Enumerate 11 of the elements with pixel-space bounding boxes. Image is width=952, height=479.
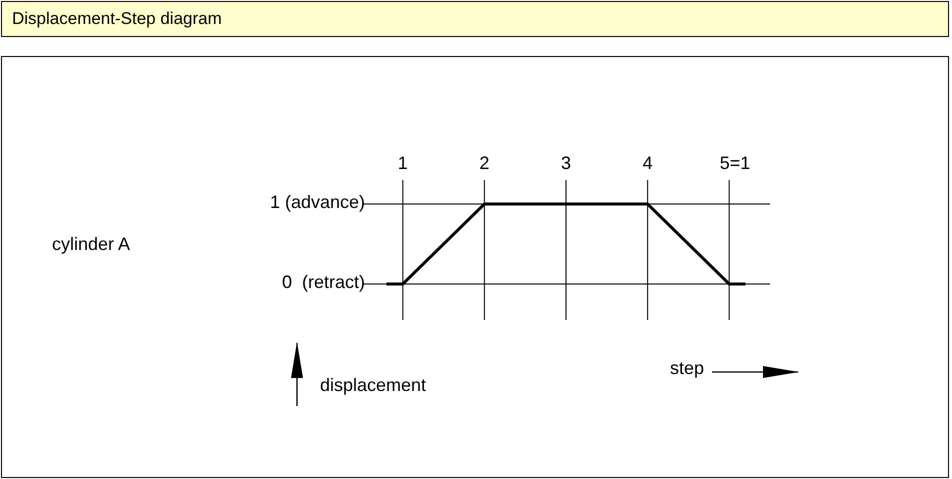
- step-tick-label: 3: [561, 152, 572, 174]
- step-tick-label: 1: [398, 152, 408, 174]
- displacement-tick-label: 1 (advance): [270, 192, 366, 212]
- series-label: cylinder A: [52, 234, 130, 254]
- step-tick-label: 2: [479, 152, 490, 174]
- step-tick-label: 5=1: [720, 152, 750, 174]
- displacement-tick-label: 0 (retract): [282, 272, 366, 292]
- axis-label: displacement: [320, 374, 426, 396]
- diagram-title: Displacement-Step diagram: [12, 8, 222, 28]
- step-tick-label: 4: [642, 152, 653, 174]
- axis-label: step: [670, 358, 704, 378]
